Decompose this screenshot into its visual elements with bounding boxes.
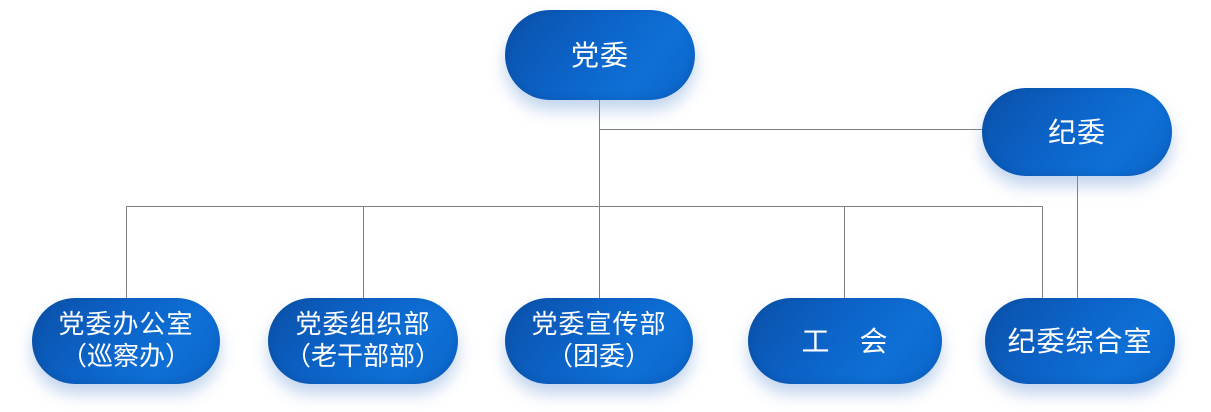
node-label: 党委组织部	[295, 309, 431, 340]
node-label: 纪委	[1047, 115, 1106, 149]
org-node-discipline-committee: 纪委	[982, 88, 1172, 176]
org-node-party-office: 党委办公室 （巡察办）	[32, 298, 220, 384]
node-sublabel: （巡察办）	[60, 342, 191, 372]
node-label: 工 会	[801, 324, 889, 358]
node-label: 党委	[570, 38, 629, 72]
org-node-publicity-dept: 党委宣传部 （团委）	[505, 298, 693, 384]
node-label: 纪委综合室	[1007, 324, 1153, 358]
org-node-labor-union: 工 会	[748, 298, 942, 384]
org-node-organization-dept: 党委组织部 （老干部部）	[268, 298, 458, 384]
node-label: 党委宣传部	[531, 309, 667, 340]
node-sublabel: （老干部部）	[284, 342, 441, 372]
node-sublabel: （团委）	[546, 342, 651, 372]
org-node-party-committee: 党委	[505, 10, 695, 100]
node-label: 党委办公室	[58, 309, 194, 340]
org-node-discipline-office: 纪委综合室	[985, 298, 1175, 384]
